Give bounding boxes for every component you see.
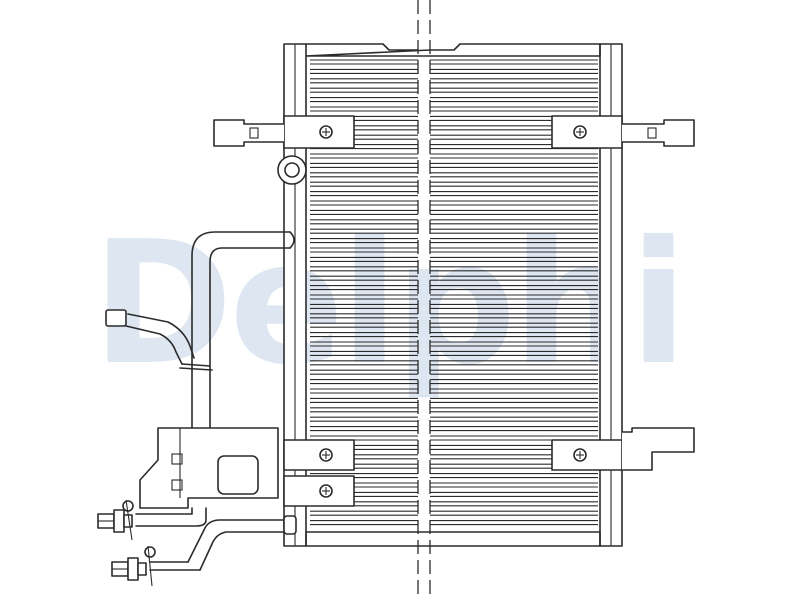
- bracket-bottom-left-lower: [283, 475, 355, 507]
- inlet-pipe: [105, 231, 295, 441]
- fittings: [97, 499, 156, 587]
- bracket-bottom-left-upper: [283, 439, 355, 471]
- outlet-flange: [283, 515, 297, 535]
- left-mount-tab: [213, 119, 284, 147]
- bracket-bottom-right-plate: [551, 439, 623, 471]
- valve-block: [139, 427, 279, 509]
- fitting-upper: [97, 509, 133, 533]
- side-hose: [125, 313, 195, 365]
- receiver-cap: [277, 155, 307, 185]
- fitting-upper-bolt: [122, 500, 134, 512]
- side-tabs: [213, 119, 695, 471]
- bracket-top-right-plate: [551, 115, 623, 149]
- bracket-top-left: [283, 115, 355, 149]
- bracket-top-left-plate: [283, 115, 355, 149]
- bracket-bottom-left-upper-plate: [283, 439, 355, 471]
- fitting-upper-collar: [113, 509, 125, 533]
- receiver-cap-inner: [284, 162, 300, 178]
- outlet-pipe-lower: [135, 507, 207, 527]
- bracket-bottom-left-lower-plate: [283, 475, 355, 507]
- hose-clamp: [179, 363, 213, 371]
- outlet-pipe-end: [149, 561, 201, 571]
- valve-port-upper: [171, 453, 183, 465]
- valve-block-body: [139, 427, 279, 509]
- fitting-lower-bolt: [144, 546, 156, 558]
- top-end-plate: [305, 43, 601, 57]
- left-tab-slot: [249, 127, 259, 139]
- valve-port-lower: [171, 479, 183, 491]
- right-tab-slot: [647, 127, 657, 139]
- valve-block-window: [217, 455, 259, 495]
- outlet-pipe-upper: [187, 519, 289, 571]
- fitting-studs: [125, 499, 153, 587]
- hose-fitting: [105, 309, 127, 327]
- bracket-top-right: [551, 115, 623, 149]
- right-lower-tab: [622, 427, 695, 471]
- inlet-pipe-end: [289, 231, 295, 249]
- right-mount-tab: [622, 119, 695, 147]
- bottom-end-plate: [305, 531, 601, 547]
- bracket-bottom-right: [551, 439, 623, 471]
- fitting-lower-collar: [127, 557, 139, 581]
- end-plates: [305, 43, 601, 547]
- core-tubes: [310, 59, 598, 526]
- outlet-pipes: [135, 507, 297, 571]
- condenser-outline: [97, 0, 695, 600]
- receiver-cap-outer: [277, 155, 307, 185]
- fitting-lower: [111, 557, 147, 581]
- break-lines: [417, 0, 431, 600]
- inlet-pipe-bend: [191, 231, 291, 441]
- fitting-lower-stub: [137, 562, 147, 576]
